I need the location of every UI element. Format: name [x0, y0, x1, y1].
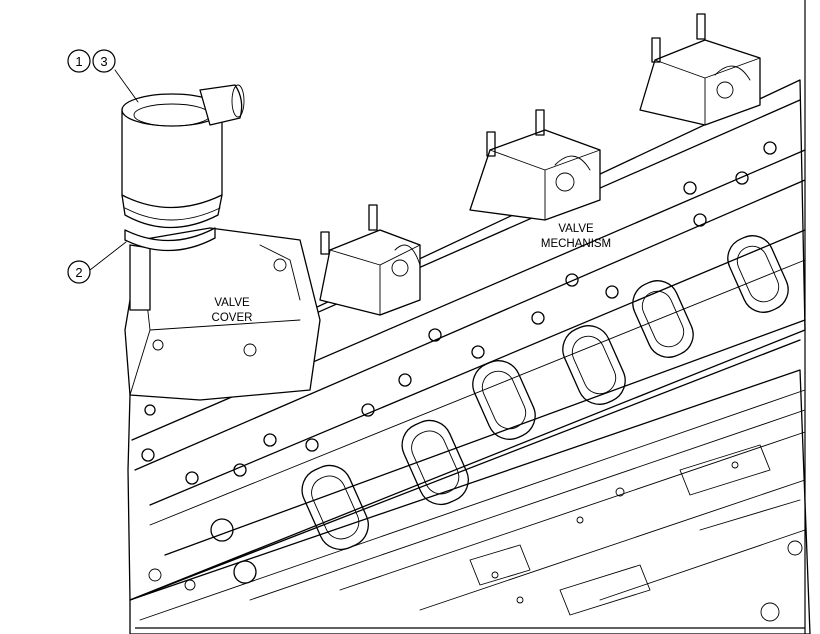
- callout-1: 1: [67, 49, 91, 73]
- head-bolts: [141, 141, 777, 485]
- callout-3-number: 3: [100, 54, 107, 69]
- valve-mechanism: [319, 13, 761, 316]
- crankcase-breather: [121, 84, 245, 311]
- cylinder-head: [127, 79, 806, 601]
- valve-mechanism-label-line1: VALVE: [558, 223, 594, 235]
- callout-2: 2: [67, 260, 91, 284]
- valve-mechanism-label-line2: MECHANISM: [541, 238, 611, 250]
- callout-leaders: [89, 69, 139, 271]
- valve-cover: [124, 227, 321, 401]
- valve-cover-label-line1: VALVE: [214, 297, 250, 309]
- callout-1-number: 1: [75, 54, 82, 69]
- head-ports: [148, 235, 789, 591]
- callout-2-number: 2: [75, 265, 82, 280]
- valve-cover-label-line2: COVER: [212, 312, 253, 324]
- callout-3: 3: [92, 49, 116, 73]
